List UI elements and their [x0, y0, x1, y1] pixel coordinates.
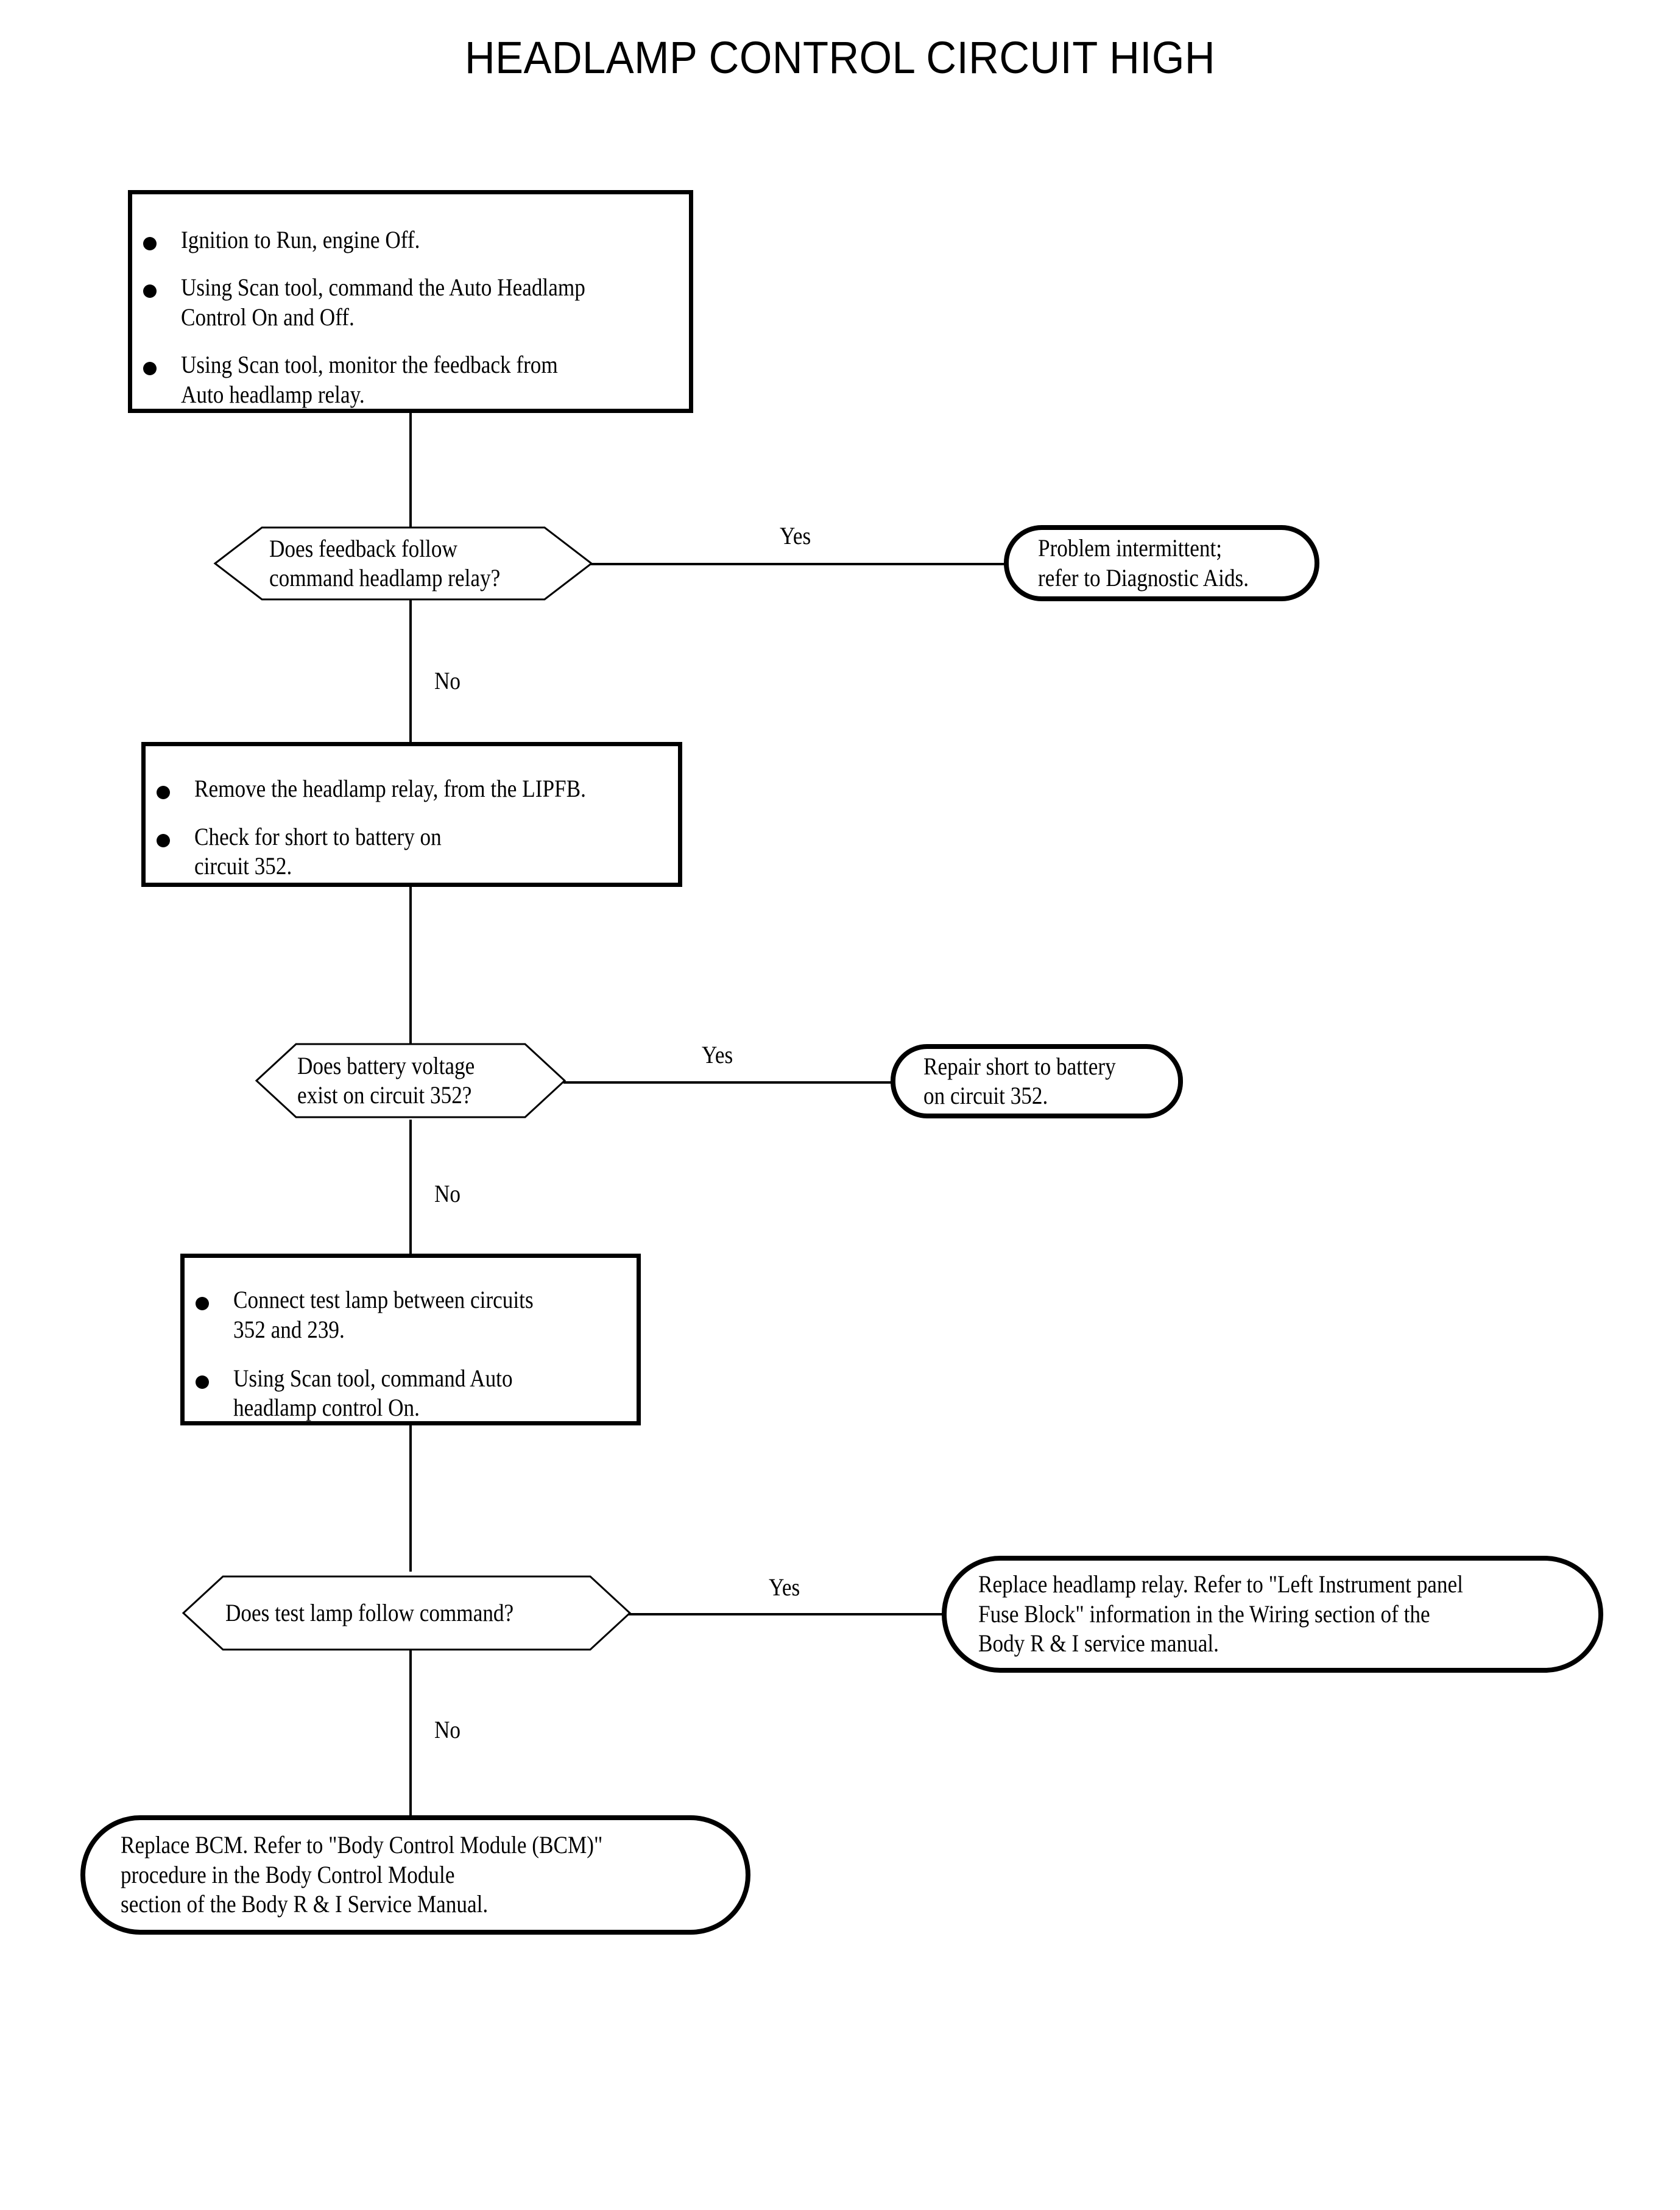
decision-node-battery-voltage-on-352: Does battery voltage exist on circuit 35…	[256, 1043, 565, 1118]
bullet-text: Connect test lamp between circuits 352 a…	[233, 1286, 534, 1343]
bullet-text: Using Scan tool, monitor the feedback fr…	[181, 351, 558, 408]
terminal-node-repair-short-to-battery: Repair short to battery on circuit 352.	[891, 1044, 1183, 1118]
terminal-node-replace-bcm: Replace BCM. Refer to "Body Control Modu…	[80, 1815, 750, 1935]
terminal-label: Problem intermittent; refer to Diagnosti…	[1038, 534, 1249, 591]
bullet-text: Remove the headlamp relay, from the LIPF…	[194, 775, 586, 803]
terminal-label: Replace BCM. Refer to "Body Control Modu…	[121, 1831, 603, 1918]
decision-label: Does battery voltage exist on circuit 35…	[297, 1051, 475, 1109]
bullet-dot-icon	[143, 284, 157, 298]
bullet-dot-icon	[143, 362, 157, 376]
bullet-dot-icon	[143, 237, 157, 251]
bullet-item: Ignition to Run, engine Off.	[143, 225, 700, 255]
bullet-item: Connect test lamp between circuits 352 a…	[196, 1285, 648, 1344]
terminal-node-problem-intermittent: Problem intermittent; refer to Diagnosti…	[1004, 525, 1319, 601]
branch-label-yes-2: Yes	[702, 1041, 733, 1068]
hexagon-shape	[183, 1575, 630, 1651]
terminal-node-replace-headlamp-relay: Replace headlamp relay. Refer to "Left I…	[942, 1556, 1603, 1673]
connector-decision2-to-step3	[409, 1120, 412, 1254]
decision-label: Does test lamp follow command?	[225, 1598, 514, 1626]
connector-decision2-to-terminal2	[563, 1081, 892, 1084]
connector-decision1-to-step2	[409, 597, 412, 743]
connector-decision3-to-terminal4	[409, 1650, 412, 1820]
bullet-text: Check for short to battery on circuit 35…	[194, 822, 442, 880]
bullet-dot-icon	[157, 833, 170, 847]
branch-label-no-1: No	[434, 667, 461, 694]
process-box-step3: Connect test lamp between circuits 352 a…	[180, 1254, 641, 1425]
bullet-item: Using Scan tool, monitor the feedback fr…	[143, 350, 700, 409]
bullet-text: Ignition to Run, engine Off.	[181, 226, 420, 254]
connector-decision1-to-terminal1	[591, 563, 1005, 565]
branch-label-yes-3: Yes	[769, 1573, 800, 1601]
decision-label: Does feedback follow command headlamp re…	[269, 534, 501, 591]
connector-step2-to-decision2	[409, 886, 412, 1045]
bullet-item: Remove the headlamp relay, from the LIPF…	[157, 774, 689, 803]
bullet-item: Using Scan tool, command the Auto Headla…	[143, 273, 700, 332]
hexagon-shape	[214, 526, 592, 601]
connector-step1-to-decision1	[409, 413, 412, 529]
hexagon-shape	[256, 1043, 565, 1118]
bullet-dot-icon	[196, 1297, 209, 1311]
bullet-dot-icon	[196, 1375, 209, 1389]
connector-decision3-to-terminal3	[627, 1613, 944, 1615]
decision-node-feedback-follows-command: Does feedback follow command headlamp re…	[214, 526, 592, 601]
branch-label-no-2: No	[434, 1180, 461, 1207]
bullet-item: Check for short to battery on circuit 35…	[157, 822, 689, 881]
terminal-label: Replace headlamp relay. Refer to "Left I…	[978, 1570, 1463, 1658]
bullet-dot-icon	[157, 786, 170, 800]
page-title: HEADLAMP CONTROL CIRCUIT HIGH	[464, 32, 1216, 83]
terminal-label: Repair short to battery on circuit 352.	[923, 1052, 1116, 1109]
bullet-item: Using Scan tool, command Auto headlamp c…	[196, 1364, 648, 1423]
connector-step3-to-decision3	[409, 1425, 412, 1572]
bullet-text: Using Scan tool, command the Auto Headla…	[181, 274, 585, 331]
bullet-text: Using Scan tool, command Auto headlamp c…	[233, 1364, 513, 1422]
process-box-step1: Ignition to Run, engine Off. Using Scan …	[128, 190, 693, 413]
decision-node-test-lamp-follows-command: Does test lamp follow command?	[183, 1575, 630, 1651]
branch-label-no-3: No	[434, 1716, 461, 1743]
process-box-step2: Remove the headlamp relay, from the LIPF…	[141, 742, 682, 887]
branch-label-yes-1: Yes	[780, 522, 811, 549]
